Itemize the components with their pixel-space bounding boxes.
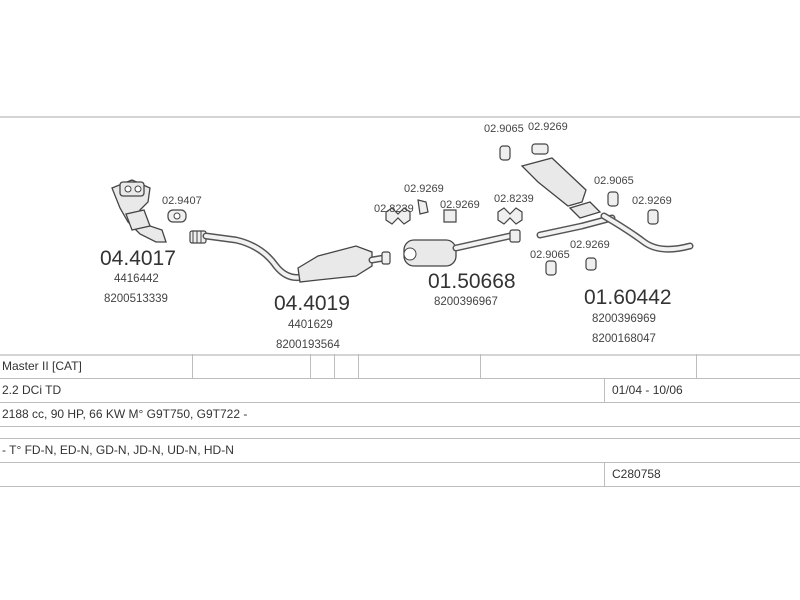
col-divider (358, 354, 359, 378)
clamp-code: 02.9407 (162, 195, 202, 207)
ref-front-pipe-1: 4401629 (288, 319, 333, 331)
col-divider (192, 354, 193, 378)
exhaust-diagram: 02.9407 02.9269 02.8239 02.9269 02.8239 … (100, 121, 694, 351)
specs-row-model: Master II [CAT] (0, 354, 800, 379)
top-border (0, 116, 800, 118)
engine-details-cell: 2188 cc, 90 HP, 66 KW M° G9T750, G9T722 … (2, 407, 248, 421)
manifold-catalyst-part[interactable] (111, 179, 167, 243)
col-divider (334, 354, 335, 378)
front-pipe-catalyst-part[interactable] (202, 232, 391, 283)
ref-front-pipe-2: 8200193564 (276, 339, 341, 351)
specs-row-engine: 2.2 DCi TD 01/04 - 10/06 (0, 378, 800, 403)
specs-row-blank (0, 426, 800, 439)
rear-hw-code-1: 02.9065 (484, 123, 524, 135)
part-code-middle: 01.50668 (428, 270, 516, 293)
rear-hw-code-4: 02.9269 (632, 195, 672, 207)
middle-hw-code-4: 02.8239 (494, 193, 534, 205)
ref-rear-1: 8200396969 (592, 313, 656, 325)
ref-manifold-1: 4416442 (114, 273, 159, 285)
col-divider (696, 354, 697, 378)
rear-silencer-part[interactable] (520, 157, 694, 253)
ref-rear-2: 8200168047 (592, 333, 656, 345)
rear-hw-code-5: 02.9065 (530, 249, 570, 261)
rear-hangers[interactable] (499, 143, 659, 276)
engine-cell: 2.2 DCi TD (2, 383, 62, 397)
part-code-rear: 01.60442 (584, 286, 672, 309)
col-divider (480, 354, 481, 378)
date-range-cell: 01/04 - 10/06 (612, 383, 683, 397)
middle-hw-code-1: 02.9269 (404, 183, 444, 195)
specs-row-catalog: C280758 (0, 462, 800, 487)
clamp-hardware[interactable] (167, 209, 187, 223)
middle-hangers[interactable] (385, 199, 523, 225)
middle-silencer-part[interactable] (403, 229, 521, 267)
types-cell: - T° FD-N, ED-N, GD-N, JD-N, UD-N, HD-N (2, 443, 234, 457)
specs-top-border (0, 354, 800, 356)
ref-manifold-2: 8200513339 (104, 293, 168, 305)
rear-hw-code-6: 02.9269 (570, 239, 610, 251)
middle-hw-code-3: 02.9269 (440, 199, 480, 211)
part-code-manifold: 04.4017 (100, 247, 176, 270)
specs-row-details: 2188 cc, 90 HP, 66 KW M° G9T750, G9T722 … (0, 402, 800, 427)
middle-hw-code-2: 02.8239 (374, 203, 414, 215)
rear-hw-code-2: 02.9269 (528, 121, 568, 133)
specs-row-types: - T° FD-N, ED-N, GD-N, JD-N, UD-N, HD-N (0, 438, 800, 463)
col-divider (310, 354, 311, 378)
ref-middle-1: 8200396967 (434, 296, 498, 308)
part-code-front-pipe: 04.4019 (274, 292, 350, 315)
model-cell: Master II [CAT] (2, 359, 82, 373)
catalog-number-cell: C280758 (612, 467, 661, 481)
col-divider (604, 462, 605, 486)
rear-hw-code-3: 02.9065 (594, 175, 634, 187)
col-divider (604, 378, 605, 402)
